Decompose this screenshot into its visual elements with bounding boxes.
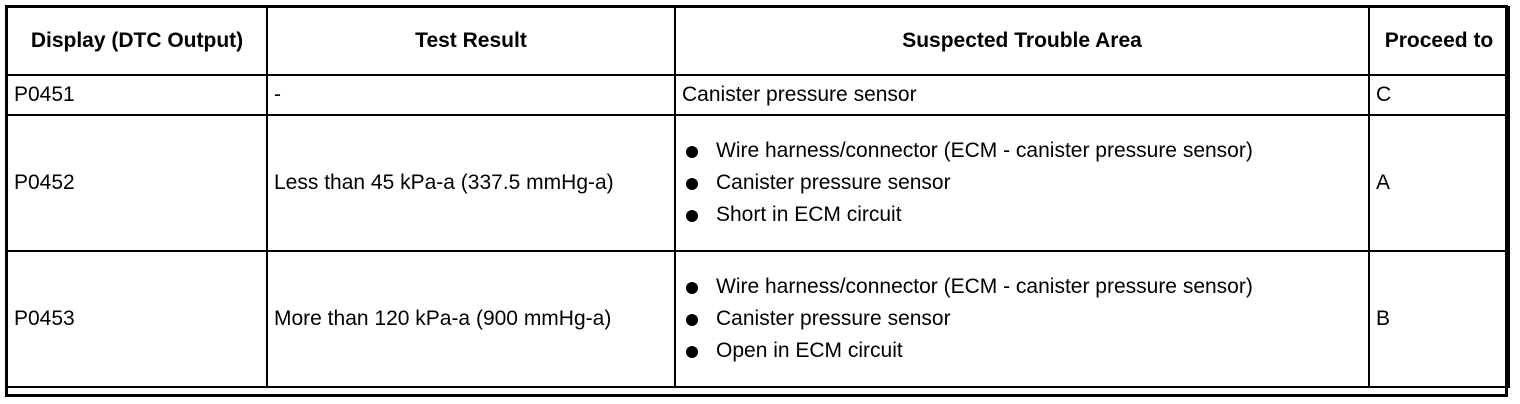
proceed-to: A bbox=[1368, 114, 1510, 252]
proceed-to: C bbox=[1368, 74, 1510, 116]
bullet-icon bbox=[686, 282, 698, 294]
dtc-code: P0452 bbox=[6, 114, 268, 252]
list-item-text: Short in ECM circuit bbox=[716, 203, 902, 226]
list-item-text: Canister pressure sensor bbox=[716, 307, 951, 330]
dtc-code: P0451 bbox=[6, 74, 268, 116]
trouble-area: Canister pressure sensor bbox=[674, 74, 1370, 116]
list-item-text: Wire harness/connector (ECM - canister p… bbox=[716, 139, 1253, 162]
dtc-code: P0453 bbox=[6, 250, 268, 388]
list-item: Short in ECM circuit bbox=[682, 199, 1362, 231]
trouble-area-list: Wire harness/connector (ECM - canister p… bbox=[682, 271, 1362, 367]
list-item: Wire harness/connector (ECM - canister p… bbox=[682, 271, 1362, 303]
header-suspected-area: Suspected Trouble Area bbox=[674, 6, 1370, 76]
bullet-icon bbox=[686, 146, 698, 158]
dtc-table: Display (DTC Output) Test Result Suspect… bbox=[6, 6, 1510, 388]
list-item: Canister pressure sensor bbox=[682, 167, 1362, 199]
list-item-text: Canister pressure sensor bbox=[716, 171, 951, 194]
header-test-result: Test Result bbox=[266, 6, 676, 76]
list-item: Canister pressure sensor bbox=[682, 303, 1362, 335]
trouble-area-list: Wire harness/connector (ECM - canister p… bbox=[682, 135, 1362, 231]
trouble-area: Wire harness/connector (ECM - canister p… bbox=[674, 114, 1370, 252]
test-result: - bbox=[266, 74, 676, 116]
bullet-icon bbox=[686, 314, 698, 326]
table-row: P0453 More than 120 kPa-a (900 mmHg-a) W… bbox=[6, 250, 1510, 388]
bullet-icon bbox=[686, 210, 698, 222]
trouble-area: Wire harness/connector (ECM - canister p… bbox=[674, 250, 1370, 388]
header-proceed: Proceed to bbox=[1368, 6, 1510, 76]
table-row: P0451 - Canister pressure sensor C bbox=[6, 74, 1510, 116]
table-row: P0452 Less than 45 kPa-a (337.5 mmHg-a) … bbox=[6, 114, 1510, 252]
proceed-to: B bbox=[1368, 250, 1510, 388]
test-result: Less than 45 kPa-a (337.5 mmHg-a) bbox=[266, 114, 676, 252]
bullet-icon bbox=[686, 178, 698, 190]
bullet-icon bbox=[686, 346, 698, 358]
header-row: Display (DTC Output) Test Result Suspect… bbox=[6, 6, 1510, 76]
list-item: Open in ECM circuit bbox=[682, 335, 1362, 367]
test-result: More than 120 kPa-a (900 mmHg-a) bbox=[266, 250, 676, 388]
list-item-text: Wire harness/connector (ECM - canister p… bbox=[716, 275, 1253, 298]
list-item-text: Open in ECM circuit bbox=[716, 339, 903, 362]
header-display: Display (DTC Output) bbox=[6, 6, 268, 76]
list-item: Wire harness/connector (ECM - canister p… bbox=[682, 135, 1362, 167]
